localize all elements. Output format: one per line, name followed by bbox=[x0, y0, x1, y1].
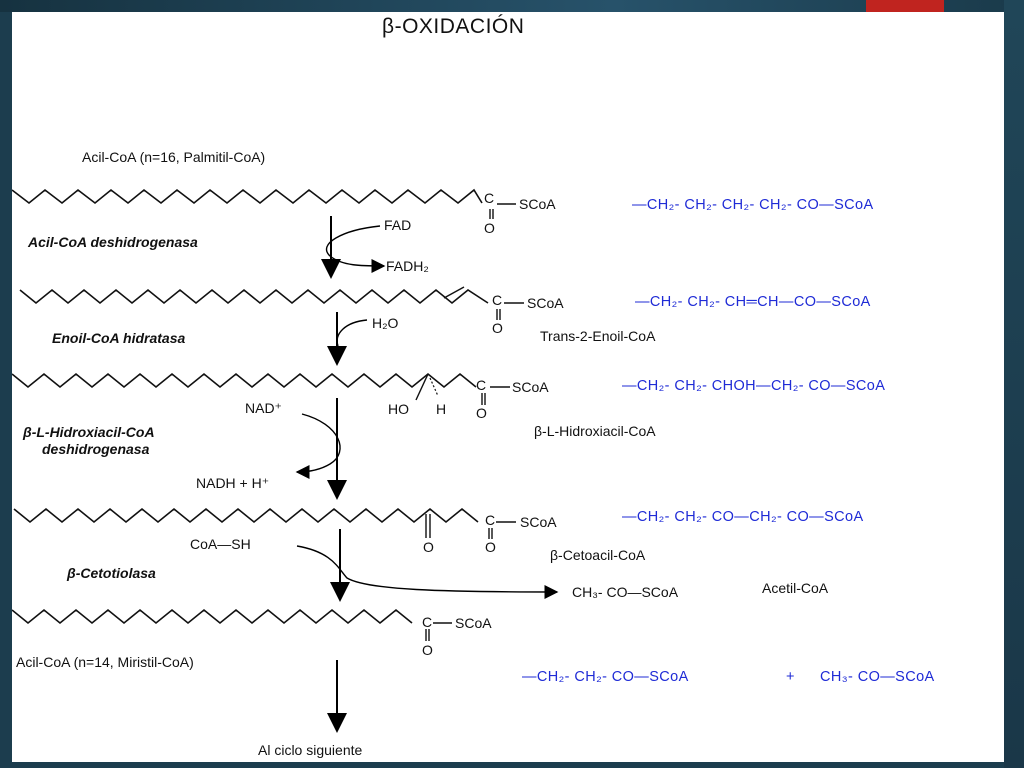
myristoyl-coa-label: Acil-CoA (n=14, Miristil-CoA) bbox=[16, 654, 194, 670]
myristoyl-chain bbox=[12, 608, 413, 625]
hydroxyl-ho-label: HO bbox=[388, 401, 409, 417]
right-edge-band bbox=[1004, 0, 1024, 768]
final-plus: + bbox=[786, 669, 795, 685]
enzyme-hydroxyacyl-dehydrogenase-line2: deshidrogenasa bbox=[42, 441, 150, 457]
reaction-diagram bbox=[12, 188, 559, 733]
final-carbonyl-c: C bbox=[422, 614, 433, 630]
step2-carbonyl-o: O bbox=[492, 320, 503, 336]
top-border-stripe bbox=[0, 0, 1024, 12]
step2-coa-group: SCoA bbox=[527, 295, 564, 311]
step3-carbonyl-c: C bbox=[476, 377, 487, 393]
step4-thiolysis-curve bbox=[296, 545, 559, 599]
step3-formula: —CH₂- CH₂- CHOH—CH₂- CO—SCoA bbox=[622, 378, 886, 394]
coash-label: CoA—SH bbox=[190, 536, 251, 552]
step4-carbonyl-c: C bbox=[485, 512, 496, 528]
step1-carbonyl-c: C bbox=[484, 190, 495, 206]
step4-carbonyl-o: O bbox=[485, 539, 496, 555]
substrate-label: Acil-CoA (n=16, Palmitil-CoA) bbox=[82, 149, 266, 165]
final-formula-b: CH₃- CO—SCoA bbox=[820, 669, 935, 685]
final-formula-a: —CH₂- CH₂- CO—SCoA bbox=[522, 669, 689, 685]
hydroxyacyl-coa-label: β-L-Hidroxiacil-CoA bbox=[534, 423, 656, 439]
final-carbonyl-o: O bbox=[422, 642, 433, 658]
step3-carbonyl-o: O bbox=[476, 405, 487, 421]
acetyl-coa-label: Acetil-CoA bbox=[762, 580, 829, 596]
acetyl-coa-formula: CH₃- CO—SCoA bbox=[572, 584, 679, 600]
nadh-label: NADH + H⁺ bbox=[196, 475, 270, 491]
step1-carbonyl-o: O bbox=[484, 220, 495, 236]
enzyme-ketothiolase: β-Cetotiolasa bbox=[67, 565, 156, 581]
fad-label: FAD bbox=[384, 217, 412, 233]
enoyl-chain bbox=[19, 288, 489, 305]
step3-coa-group: SCoA bbox=[512, 379, 549, 395]
red-accent-tab bbox=[866, 0, 944, 12]
ketoacyl-chain bbox=[13, 507, 479, 524]
step1-formula: —CH₂- CH₂- CH₂- CH₂- CO—SCoA bbox=[632, 197, 874, 213]
palmitoyl-chain bbox=[12, 188, 483, 205]
hydroxyacyl-chain bbox=[12, 372, 477, 389]
step4-coa-group: SCoA bbox=[520, 514, 557, 530]
step2-formula: —CH₂- CH₂- CH═CH—CO—SCoA bbox=[635, 294, 871, 310]
water-label: H₂O bbox=[372, 315, 399, 331]
nad-label: NAD⁺ bbox=[245, 400, 282, 416]
trans-enoyl-coa-label: Trans-2-Enoil-CoA bbox=[540, 328, 656, 344]
step3-cofactor-curve bbox=[295, 413, 341, 479]
final-coa-group: SCoA bbox=[455, 615, 492, 631]
step2-carbonyl-c: C bbox=[492, 292, 503, 308]
next-cycle-label: Al ciclo siguiente bbox=[258, 742, 363, 758]
ketoacyl-coa-label: β-Cetoacil-CoA bbox=[550, 547, 646, 563]
step4-formula: —CH₂- CH₂- CO—CH₂- CO—SCoA bbox=[622, 509, 864, 525]
keto-oxygen: O bbox=[423, 539, 434, 555]
step2-cofactor-curve bbox=[336, 319, 368, 347]
fadh2-label: FADH₂ bbox=[386, 258, 429, 274]
enzyme-acyl-coa-dehydrogenase: Acil-CoA deshidrogenasa bbox=[28, 234, 198, 250]
step1-cofactor-curve bbox=[325, 225, 386, 273]
slide-canvas: β-OXIDACIÓN bbox=[12, 12, 1004, 762]
enzyme-enoyl-coa-hydratase: Enoil-CoA hidratasa bbox=[52, 330, 186, 346]
hydroxyl-h-label: H bbox=[436, 401, 447, 417]
step1-coa-group: SCoA bbox=[519, 196, 556, 212]
enzyme-hydroxyacyl-dehydrogenase-line1: β-L-Hidroxiacil-CoA bbox=[23, 424, 155, 440]
slide-title: β-OXIDACIÓN bbox=[382, 15, 525, 38]
